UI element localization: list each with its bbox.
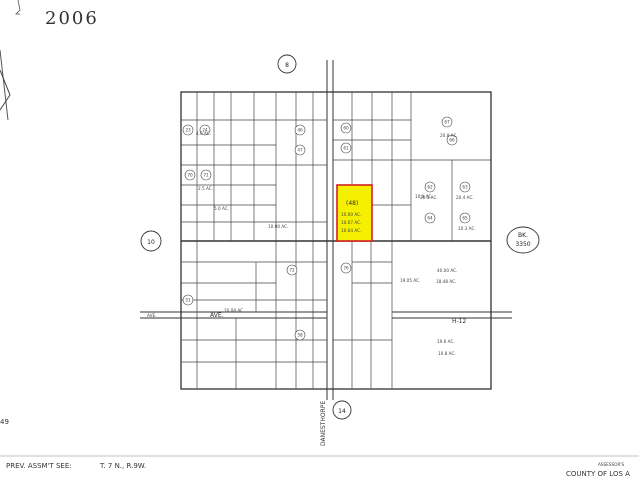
parcel-acreage: 10.08 AC.	[224, 308, 244, 313]
parcel-circle	[446, 134, 458, 146]
highlighted-parcel-number: (48)	[346, 200, 358, 207]
parcel-circle-number: 66	[449, 138, 455, 143]
footer-assessor: ASSESSOR'S	[598, 462, 624, 467]
highlighted-parcel-acreage-3: 10.64 AC.	[341, 228, 361, 233]
road-label-danesthorpe: DANESTHORPE	[320, 401, 327, 446]
avenue-label-right: H-12	[452, 318, 466, 325]
footer-township: T. 7 N., R.9W.	[99, 462, 146, 470]
parcel-circle-number: 76	[343, 266, 349, 271]
book-circle-right[interactable]	[506, 226, 540, 254]
parcel-circle	[424, 212, 436, 224]
parcel-circle	[199, 124, 211, 136]
parcel-circle-number: 63	[462, 185, 468, 190]
parcel-circle-number: 70	[187, 173, 193, 178]
book-right-label: BK.	[518, 232, 528, 239]
parcel-acreage: 10.8 AC.	[438, 351, 456, 356]
avenue-label-left: AVE.	[147, 313, 156, 318]
parcel-circle	[286, 264, 298, 276]
parcel-number-circles: 67 62 63 64 65 66 60 61 23 24 46 47 70 71 72 76 51 58	[182, 116, 471, 341]
parcel-circle-number: 62	[427, 185, 433, 190]
parcel-acreage: 5.0 AC.	[214, 206, 229, 211]
parcel-acreage: 20.3 AC.	[420, 195, 438, 200]
parcel-circle	[340, 122, 352, 134]
map-year: 2006	[45, 8, 99, 29]
edge-tick	[15, 0, 21, 15]
parcel-acreage: 10.0 AC.	[415, 194, 433, 199]
parcel-circle-number: 47	[297, 148, 303, 153]
parcel-circle-number: 65	[462, 216, 468, 221]
edge-arrow	[0, 69, 11, 111]
parcel-circle-number: 67	[444, 120, 450, 125]
parcel-circle-number: 46	[297, 128, 303, 133]
parcel-circle	[182, 124, 194, 136]
parcel-circle-number: 60	[343, 126, 349, 131]
book-circle-top[interactable]	[277, 54, 297, 74]
acreage-labels: 20.8 AC. 10.0 AC. 2.5 AC. 5.0 AC. 10.00 AC. 2…	[196, 131, 476, 356]
parcel-circle	[182, 294, 194, 306]
parcel-circle-number: 58	[297, 333, 303, 338]
parcel-acreage: 19.05 AC.	[400, 278, 420, 283]
parcel-circle	[294, 124, 306, 136]
highlighted-parcel[interactable]	[336, 184, 373, 242]
book-right-number: 3350	[515, 241, 530, 248]
avenue-label-mid: AVE.	[210, 312, 224, 319]
book-label-top: 8	[285, 62, 289, 69]
book-circle-left[interactable]	[140, 230, 162, 252]
parcel-circle	[441, 116, 453, 128]
parcel-acreage: 19.6 AC.	[437, 339, 455, 344]
highlighted-parcel-acreage-2: 10.07 AC.	[341, 220, 361, 225]
footer-county: COUNTY OF LOS A	[566, 470, 630, 478]
parcel-circle-number: 24	[202, 128, 208, 133]
edge-mark	[0, 49, 9, 121]
book-label-bottom: 14	[338, 408, 346, 415]
parcel-circle	[459, 181, 471, 193]
footer-left-number: 49	[0, 418, 9, 426]
highlighted-parcel-acreage-1: 10.00 AC.	[341, 212, 361, 217]
parcel-circle	[424, 181, 436, 193]
parcel-acreage: 10.00 AC.	[268, 224, 288, 229]
parcel-acreage: 2.5 AC.	[198, 186, 213, 191]
parcel-circle-number: 64	[427, 216, 433, 221]
parcel-acreage: 18.48 AC.	[436, 279, 456, 284]
parcel-circle	[184, 169, 196, 181]
parcel-circle	[294, 144, 306, 156]
parcel-circle-number: 72	[289, 268, 295, 273]
parcel-circle	[340, 262, 352, 274]
parcel-circle	[200, 169, 212, 181]
footer-prev-assessment: PREV. ASSM'T SEE:	[6, 462, 72, 470]
book-circle-bottom[interactable]	[332, 400, 352, 420]
parcel-circle	[340, 142, 352, 154]
parcel-acreage: 20.4 AC.	[456, 195, 474, 200]
parcel-acreage: 10.3 AC.	[458, 226, 476, 231]
parcel-lines-east	[333, 92, 491, 389]
parcel-circle	[294, 329, 306, 341]
parcel-lines-west	[181, 92, 327, 389]
parcel-circle-number: 23	[185, 128, 191, 133]
book-label-left: 10	[147, 239, 155, 246]
parcel-circle-number: 71	[203, 173, 209, 178]
parcel-acreage: 40.00 AC.	[437, 268, 457, 273]
parcel-circle	[459, 212, 471, 224]
parcel-acreage: 20.8 AC.	[440, 133, 458, 138]
parcel-acreage: 4.0 AC.	[196, 131, 211, 136]
parcel-circle-number: 61	[343, 146, 349, 151]
parcel-circle-number: 51	[185, 298, 191, 303]
